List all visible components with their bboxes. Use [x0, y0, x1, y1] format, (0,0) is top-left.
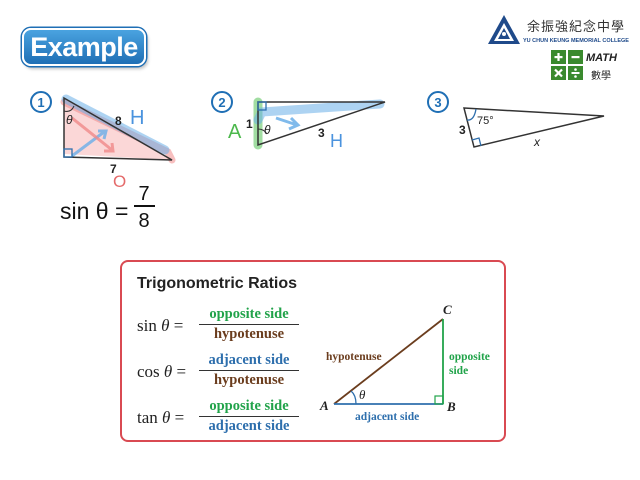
ratio-sin-name: sin θ = [137, 316, 183, 336]
example-1-side-hyp: 8 [115, 114, 122, 128]
example-1-work-lhs: sin θ = [60, 198, 128, 224]
example-2-arrow-icon [275, 116, 301, 131]
ratio-sin-fraction: opposite side hypotenuse [199, 306, 299, 344]
example-3-number-circle [427, 91, 449, 113]
reference-hypotenuse-line [333, 318, 444, 405]
ratio-sin-denominator: hypotenuse [213, 326, 285, 342]
example-1-number: 1 [37, 95, 44, 110]
example-2-note-h: H [330, 131, 343, 151]
example-1: 1 θ 8 7 H O sin θ = 7 8 [30, 91, 176, 232]
reference-angle-arc [350, 390, 357, 405]
math-operators-icon [551, 50, 583, 80]
reference-label-hypotenuse: hypotenuse [326, 351, 382, 363]
school-name-english: YU CHUN KEUNG MEMORIAL COLLEGE [523, 38, 629, 44]
ratio-cos-equals: = [176, 362, 187, 381]
reference-label-opposite-2: side [449, 365, 468, 377]
school-name-chinese: 余振強紀念中學 [527, 20, 626, 35]
example-3-triangle [463, 107, 605, 148]
example-3-angle: 75° [477, 115, 494, 127]
example-1-angle: θ [66, 113, 73, 127]
ratio-cos: cos θ = adjacent side hypotenuse [137, 352, 307, 392]
ratio-cos-numerator: adjacent side [199, 352, 299, 371]
example-2-side-hyp: 3 [318, 126, 325, 140]
reference-vertex-b: B [446, 399, 456, 414]
example-badge: Example [22, 28, 146, 66]
ratio-sin-numerator: opposite side [199, 306, 299, 325]
example-1-arrow-red-icon [71, 116, 115, 153]
reference-triangle: θ A B C hypotenuse opposite side adjacen… [319, 302, 490, 423]
reference-vertex-a: A [319, 398, 329, 413]
example-3-right-angle [471, 137, 482, 147]
example-2-hyp-highlight [253, 99, 385, 125]
reference-label-adjacent: adjacent side [355, 411, 419, 423]
example-diagrams: 1 θ 8 7 H O sin θ = 7 8 2 θ 1 3 A H [30, 91, 605, 232]
ratio-cos-denominator: hypotenuse [213, 372, 285, 388]
example-3-angle-arc [466, 108, 477, 121]
example-2-angle: θ [264, 123, 271, 137]
example-2-triangle [257, 101, 386, 147]
ratio-cos-fn: cos [137, 362, 160, 381]
example-1-right-angle [63, 148, 73, 158]
example-1-hyp-highlight-blue [61, 94, 170, 155]
example-2-angle-arc [257, 128, 268, 135]
example-1-angle-arc [63, 105, 75, 112]
example-3-number: 3 [434, 95, 441, 110]
ratio-sin-fn: sin [137, 316, 157, 335]
ratio-tan-name: tan θ = [137, 408, 184, 428]
example-1-arrow-icon [71, 129, 108, 158]
ratio-sin: sin θ = opposite side hypotenuse [137, 306, 307, 346]
ratio-cos-theta: θ [163, 362, 173, 381]
ratio-tan-fraction: opposite side adjacent side [199, 398, 299, 436]
trig-ratios-card: Trigonometric Ratios sin θ = opposite si… [120, 260, 506, 442]
ratio-sin-theta: θ [161, 316, 170, 335]
reference-label-opposite-1: opposite [449, 351, 490, 363]
example-1-triangle [63, 96, 173, 161]
ratio-tan-equals: = [174, 408, 185, 427]
example-1-work-den: 8 [138, 210, 149, 232]
example-3-side-unknown: x [533, 135, 541, 149]
card-title: Trigonometric Ratios [137, 275, 298, 292]
example-1-note-o: O [113, 172, 126, 191]
example-3-side-vertical: 3 [459, 123, 466, 137]
reference-right-angle [434, 395, 444, 405]
ratio-tan-numerator: opposite side [199, 398, 299, 417]
example-1-work-num: 7 [138, 183, 149, 205]
ratio-cos-fraction: adjacent side hypotenuse [199, 352, 299, 390]
ratio-tan: tan θ = opposite side adjacent side [137, 398, 307, 438]
subject-chinese: 數學 [591, 71, 611, 82]
example-3: 3 75° 3 x [427, 91, 605, 149]
ratio-sin-equals: = [173, 316, 184, 335]
ratio-tan-theta: θ [162, 408, 171, 427]
example-1-note-h: H [130, 107, 144, 129]
ratio-tan-denominator: adjacent side [208, 418, 290, 434]
reference-angle: θ [359, 387, 366, 402]
example-2-side-vertical: 1 [246, 117, 253, 131]
example-2: 2 θ 1 3 A H [211, 91, 386, 151]
example-1-side-bottom: 7 [110, 162, 117, 176]
school-logo-icon [488, 15, 520, 44]
example-1-number-circle [30, 91, 52, 113]
example-2-right-angle [257, 101, 267, 111]
school-header: 余振強紀念中學 YU CHUN KEUNG MEMORIAL COLLEGE [487, 14, 633, 54]
ratio-tan-fn: tan [137, 408, 158, 427]
example-2-number: 2 [218, 95, 225, 110]
example-2-note-a: A [228, 121, 242, 143]
subject-label: MATH 數學 [551, 50, 635, 82]
example-2-number-circle [211, 91, 233, 113]
subject-english: MATH [586, 52, 617, 64]
ratio-cos-name: cos θ = [137, 362, 186, 382]
reference-vertex-c: C [443, 302, 452, 317]
